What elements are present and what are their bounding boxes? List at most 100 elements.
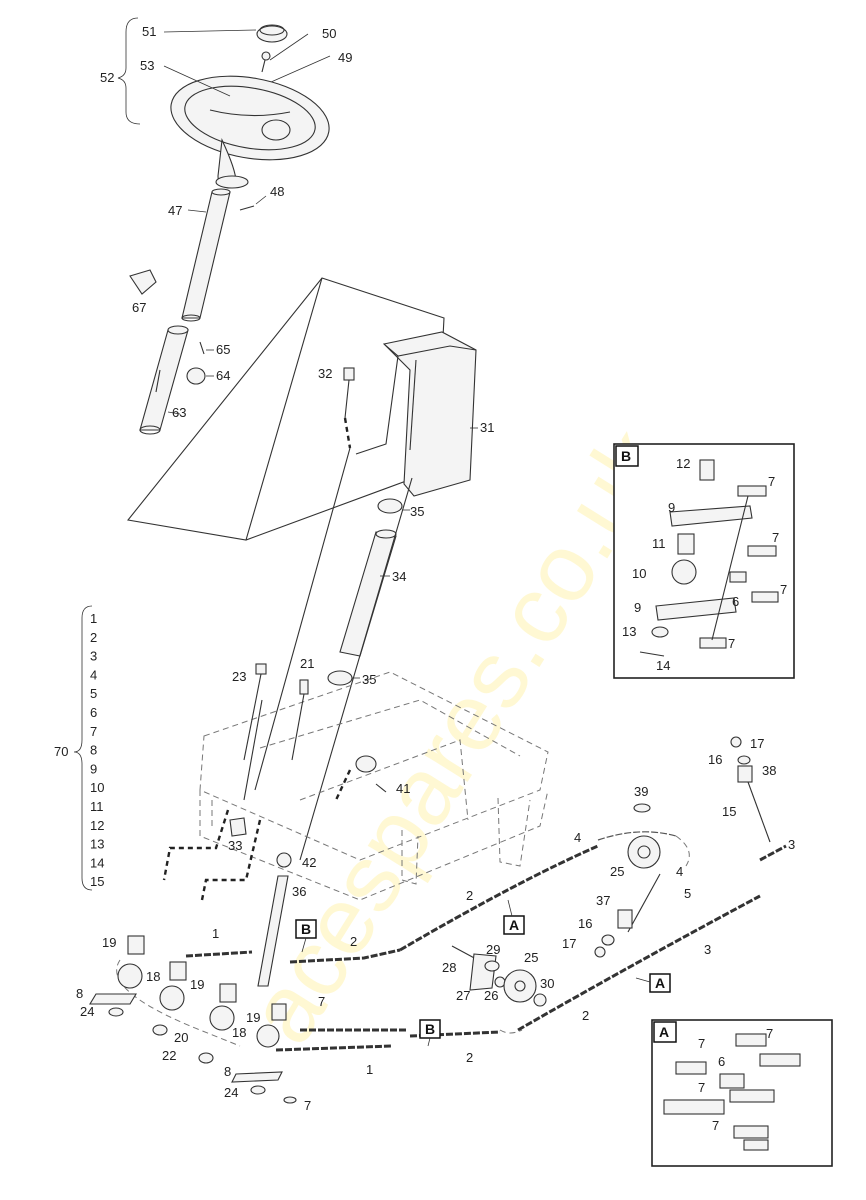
part-label: 11 bbox=[652, 536, 666, 551]
part-label: 6 bbox=[718, 1054, 725, 1069]
callout-A-label: A bbox=[655, 975, 665, 991]
part-label: 9 bbox=[668, 500, 675, 515]
part-label: 7 bbox=[728, 636, 735, 651]
part-label: 1 bbox=[212, 926, 219, 941]
group-70-item: 12 bbox=[90, 818, 104, 833]
part-label: 3 bbox=[704, 942, 711, 957]
callout-A-label: A bbox=[509, 917, 519, 933]
group-70-item: 4 bbox=[90, 667, 97, 682]
part-label: 7 bbox=[698, 1036, 705, 1051]
part-label: 18 bbox=[146, 969, 160, 984]
group-70-item: 1 bbox=[90, 611, 97, 626]
part-label: 63 bbox=[172, 405, 186, 420]
part-label: 5 bbox=[684, 886, 691, 901]
part-label: 16 bbox=[578, 916, 592, 931]
inset-a-title: A bbox=[659, 1024, 669, 1040]
lower-parts bbox=[89, 736, 771, 1104]
part-label: 33 bbox=[228, 838, 242, 853]
part-label: 6 bbox=[732, 594, 739, 609]
part-label: 36 bbox=[292, 884, 306, 899]
part-label: 39 bbox=[634, 784, 648, 799]
part-label: 25 bbox=[610, 864, 624, 879]
callout-B-2: B bbox=[419, 1019, 441, 1047]
callout-B-label: B bbox=[425, 1021, 435, 1037]
callout-A-1: A bbox=[503, 899, 525, 935]
part-label: 19 bbox=[190, 977, 204, 992]
part-label: 42 bbox=[302, 855, 316, 870]
part-label: 2 bbox=[350, 934, 357, 949]
group-70-item: 6 bbox=[90, 705, 97, 720]
part-label: 15 bbox=[722, 804, 736, 819]
part-label: 50 bbox=[322, 26, 336, 41]
part-label: 1 bbox=[366, 1062, 373, 1077]
part-label: 14 bbox=[656, 658, 670, 673]
part-label: 17 bbox=[750, 736, 764, 751]
part-label: 30 bbox=[540, 976, 554, 991]
part-label: 25 bbox=[524, 950, 538, 965]
inset-a: A bbox=[651, 1019, 833, 1167]
part-label: 10 bbox=[632, 566, 646, 581]
part-label: 31 bbox=[480, 420, 494, 435]
callout-A-2: A bbox=[635, 973, 671, 993]
part-label: 26 bbox=[484, 988, 498, 1003]
group-70-item: 10 bbox=[90, 780, 104, 795]
part-label: 7 bbox=[766, 1026, 773, 1041]
part-label: 9 bbox=[634, 600, 641, 615]
group-70-item: 11 bbox=[90, 799, 104, 814]
part-label: 51 bbox=[142, 24, 156, 39]
part-label: 7 bbox=[772, 530, 779, 545]
part-label: 8 bbox=[76, 986, 83, 1001]
part-label: 7 bbox=[780, 582, 787, 597]
part-label: 29 bbox=[486, 942, 500, 957]
part-label: 19 bbox=[246, 1010, 260, 1025]
part-label: 65 bbox=[216, 342, 230, 357]
part-label: 7 bbox=[712, 1118, 719, 1133]
part-label: 24 bbox=[80, 1004, 94, 1019]
part-label: 2 bbox=[466, 888, 473, 903]
callout-B-1: B bbox=[295, 919, 317, 953]
part-label: 2 bbox=[582, 1008, 589, 1023]
part-label: 37 bbox=[596, 893, 610, 908]
part-label: 28 bbox=[442, 960, 456, 975]
part-label: 41 bbox=[396, 781, 410, 796]
group-70-item: 7 bbox=[90, 724, 97, 739]
part-label: 18 bbox=[232, 1025, 246, 1040]
group-70-item: 14 bbox=[90, 855, 104, 870]
group-70-item: 13 bbox=[90, 837, 104, 852]
part-label: 38 bbox=[762, 763, 776, 778]
steering-wheel-group bbox=[117, 17, 331, 435]
part-label: 2 bbox=[466, 1050, 473, 1065]
part-label: 7 bbox=[318, 994, 325, 1009]
part-label: 22 bbox=[162, 1048, 176, 1063]
part-label: 21 bbox=[300, 656, 314, 671]
group-70-item: 2 bbox=[90, 630, 97, 645]
part-label: 32 bbox=[318, 366, 332, 381]
group-70-item: 9 bbox=[90, 761, 97, 776]
part-label: 52 bbox=[100, 70, 114, 85]
part-label: 4 bbox=[676, 864, 683, 879]
part-label: 35 bbox=[362, 672, 376, 687]
part-label: 53 bbox=[140, 58, 154, 73]
inset-b-title: B bbox=[621, 448, 631, 464]
part-label: 7 bbox=[768, 474, 775, 489]
part-label: 7 bbox=[304, 1098, 311, 1113]
group-70-item: 5 bbox=[90, 686, 97, 701]
part-label: 20 bbox=[174, 1030, 188, 1045]
column-group bbox=[126, 277, 478, 861]
frame-dashed bbox=[162, 663, 549, 987]
group-label: 70 bbox=[54, 744, 68, 759]
part-label: 35 bbox=[410, 504, 424, 519]
part-label: 64 bbox=[216, 368, 230, 383]
part-label: 47 bbox=[168, 203, 182, 218]
part-label: 16 bbox=[708, 752, 722, 767]
part-label: 34 bbox=[392, 569, 406, 584]
part-label: 3 bbox=[788, 837, 795, 852]
callout-B-label: B bbox=[301, 921, 311, 937]
group-70-item: 8 bbox=[90, 743, 97, 758]
part-label: 17 bbox=[562, 936, 576, 951]
part-label: 7 bbox=[698, 1080, 705, 1095]
part-label: 23 bbox=[232, 669, 246, 684]
part-label: 4 bbox=[574, 830, 581, 845]
